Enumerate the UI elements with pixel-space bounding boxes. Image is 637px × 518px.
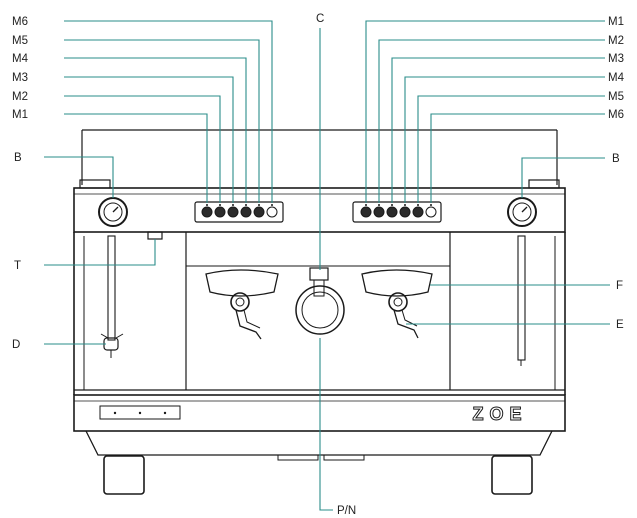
callout-labels: M6 M5 M4 M3 M2 M1 M1 M2 M3 M4 M5 M6 C B … [12,13,625,517]
pressure-gauge-right [507,197,537,227]
leader-b-left [44,156,114,198]
button-left-6 [266,206,278,218]
leader-right-m3 [391,57,605,203]
hot-water-tap [147,231,163,240]
label-right-m6: M6 [608,109,624,121]
button-led-left-5 [258,204,260,206]
leader-right-m1 [365,20,605,203]
label-b-left: B [14,152,22,164]
button-led-left-6 [271,204,273,206]
button-right-4 [399,206,411,218]
label-right-m1: M1 [608,16,624,28]
leader-left-m4 [64,57,247,203]
label-left-m3: M3 [12,72,28,84]
base-feet [85,430,553,495]
label-right-m2: M2 [608,35,624,47]
button-led-left-1 [206,204,208,206]
leader-left-m1 [64,113,208,203]
label-right-m5: M5 [608,91,624,103]
leader-pn [319,338,333,511]
button-led-right-3 [391,204,393,206]
label-right-m4: M4 [608,72,625,84]
label-left-m4: M4 [12,53,29,65]
button-led-right-6 [430,204,432,206]
leader-left-m2 [64,95,221,203]
button-led-left-2 [219,204,221,206]
label-c: C [316,13,324,25]
pressure-gauge-left [98,197,128,227]
leader-right-m4 [404,76,605,203]
logo-text: ZOE [472,404,527,424]
button-panel-left [194,201,284,223]
button-right-2 [373,206,385,218]
label-left-m1: M1 [12,109,28,121]
button-right-3 [386,206,398,218]
button-left-1 [201,206,213,218]
button-panel-right [352,201,442,223]
leader-right-m2 [378,39,605,203]
leader-left-m5 [64,39,260,203]
button-left-3 [227,206,239,218]
leader-right-m6 [430,113,605,203]
leader-left-m6 [64,20,273,203]
leader-lines [44,20,610,511]
label-right-m3: M3 [608,53,624,65]
button-left-4 [240,206,252,218]
leader-t [44,239,156,266]
label-e: E [616,319,624,331]
button-led-right-5 [417,204,419,206]
steam-wand-right [517,235,526,366]
button-led-right-1 [365,204,367,206]
label-left-m2: M2 [12,91,28,103]
portafilter-right [361,269,433,339]
button-right-6 [425,206,437,218]
button-led-left-3 [232,204,234,206]
leader-right-m5 [417,95,605,203]
label-left-m5: M5 [12,35,28,47]
button-right-5 [412,206,424,218]
brand-logo: ZOE [472,404,527,425]
label-left-m6: M6 [12,16,28,28]
label-t: T [14,260,21,272]
button-left-5 [253,206,265,218]
portafilter-left [205,269,279,340]
steam-wand-left [100,235,124,358]
label-pn: P/N [337,505,356,517]
button-led-right-2 [378,204,380,206]
button-led-right-4 [404,204,406,206]
button-right-1 [360,206,372,218]
leader-b-right [521,157,605,198]
button-led-left-4 [245,204,247,206]
label-b-right: B [612,153,620,165]
button-left-2 [214,206,226,218]
label-f: F [616,280,623,292]
label-d: D [12,339,20,351]
leader-left-m3 [64,76,234,203]
center-group [295,267,345,335]
